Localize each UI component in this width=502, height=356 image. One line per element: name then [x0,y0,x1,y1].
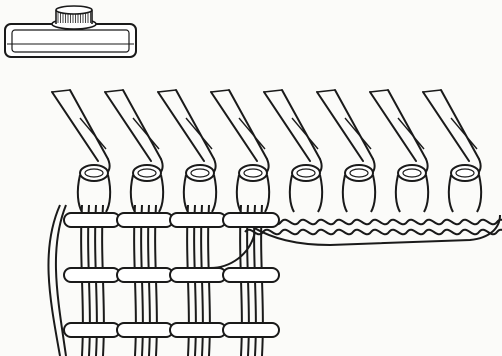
needle-end [211,90,229,92]
loop-leg [449,175,453,212]
needle-loop [239,165,267,181]
row-bar [117,323,173,337]
needle-latch [292,118,318,149]
row-bar [64,268,120,282]
row-bar [117,213,173,227]
needle-loop [186,165,214,181]
needle-latch [133,118,159,149]
needle-loop [80,165,108,181]
needle-end [423,90,441,92]
row-bar [170,323,226,337]
loop-leg [371,175,375,212]
needle-loops [78,165,481,212]
loop-leg [290,175,294,212]
cast-off-chain [245,230,502,235]
needle-bed [52,90,481,175]
needle-loop [398,165,426,181]
needle-latch [345,118,371,149]
loop-leg [396,175,400,212]
needle-end [158,90,176,92]
loop-leg [343,175,347,212]
needle-end [370,90,388,92]
fabric-edge [48,205,60,356]
row-bar [64,213,120,227]
needle-loop [292,165,320,181]
row-bar [170,268,226,282]
loop-leg [477,175,481,212]
needle-latch [451,118,477,149]
needle-latch [186,118,212,149]
needle-end [317,90,335,92]
loop-leg [318,175,322,212]
needle-latch [398,118,424,149]
cast-off-chain [245,220,502,225]
needle-end [52,90,70,92]
needle-latch [80,118,106,149]
row-bar [117,268,173,282]
needle-end [264,90,282,92]
loop-leg [159,175,163,212]
loop-leg [106,175,110,212]
knit-fabric [48,205,502,356]
knob-top [56,6,92,14]
needle-latch [239,118,265,149]
needle-end [105,90,123,92]
row-bar [223,213,279,227]
needle-loop [345,165,373,181]
needle-loop [451,165,479,181]
row-bar [223,323,279,337]
row-bar [64,323,120,337]
loop-leg [424,175,428,212]
row-bar [223,268,279,282]
row-bar [170,213,226,227]
loop-leg [265,175,269,212]
loop-leg [212,175,216,212]
needle-loop [133,165,161,181]
weight-clip-icon [5,6,136,57]
